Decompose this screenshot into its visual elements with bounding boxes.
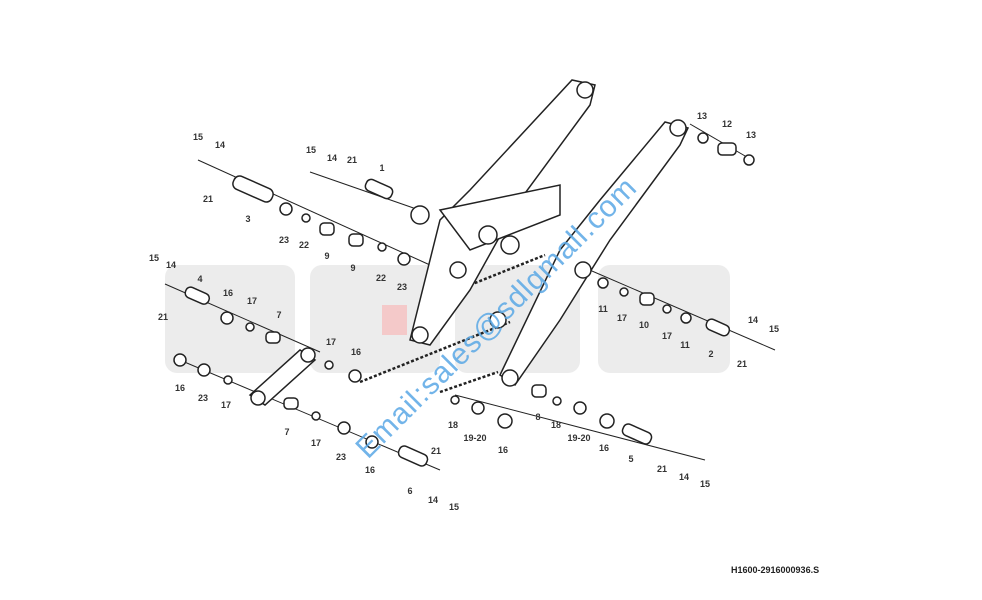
- callout-label: 3: [245, 214, 250, 224]
- callout-label: 12: [722, 119, 732, 129]
- callout-label: 14: [215, 140, 225, 150]
- callout-label: 11: [598, 304, 608, 314]
- callout-label: 13: [746, 130, 756, 140]
- callout-label: 22: [376, 273, 386, 283]
- callout-label: 5: [628, 454, 633, 464]
- callout-label: 23: [397, 282, 407, 292]
- callout-label: 14: [327, 153, 337, 163]
- callout-label: 16: [175, 383, 185, 393]
- callout-label: 14: [428, 495, 438, 505]
- callout-label: 8: [535, 412, 540, 422]
- callout-label: 16: [498, 445, 508, 455]
- callout-label: 21: [347, 155, 357, 165]
- callout-label: 18: [448, 420, 458, 430]
- callout-label: 7: [276, 310, 281, 320]
- callout-label: 2: [708, 349, 713, 359]
- drawing-code: H1600-2916000936.S: [731, 565, 820, 575]
- callout-label: 17: [662, 331, 672, 341]
- callout-label: 15: [769, 324, 779, 334]
- callout-label: 15: [306, 145, 316, 155]
- callout-label: 19-20: [463, 433, 486, 443]
- callout-label: 21: [431, 446, 441, 456]
- callout-label: 21: [158, 312, 168, 322]
- callout-label: 23: [336, 452, 346, 462]
- callout-label: 15: [193, 132, 203, 142]
- callout-label: 15: [449, 502, 459, 512]
- callout-label: 16: [351, 347, 361, 357]
- callout-label: 14: [166, 260, 176, 270]
- callout-label: 21: [737, 359, 747, 369]
- callout-label: 18: [551, 420, 561, 430]
- callout-label: 17: [617, 313, 627, 323]
- pins-bushings-rings: [173, 132, 755, 467]
- callout-label: 21: [657, 464, 667, 474]
- callout-label: 7: [284, 427, 289, 437]
- callout-label: 14: [679, 472, 689, 482]
- callout-label: 22: [299, 240, 309, 250]
- callout-label: 23: [198, 393, 208, 403]
- callout-label: 15: [149, 253, 159, 263]
- callout-label: 17: [311, 438, 321, 448]
- callout-label: 10: [639, 320, 649, 330]
- callout-label: 21: [203, 194, 213, 204]
- callout-label: 14: [748, 315, 758, 325]
- callout-label: 17: [326, 337, 336, 347]
- callout-label: 13: [697, 111, 707, 121]
- callout-label: 17: [221, 400, 231, 410]
- callout-label: 1: [379, 163, 384, 173]
- loader-boom-arms: [248, 79, 690, 406]
- callout-label: 11: [680, 340, 690, 350]
- callout-label: 16: [599, 443, 609, 453]
- callout-label: 17: [247, 296, 257, 306]
- callout-label: 23: [279, 235, 289, 245]
- callout-label: 19-20: [567, 433, 590, 443]
- callout-label: 6: [407, 486, 412, 496]
- callout-label: 16: [223, 288, 233, 298]
- callout-label: 15: [700, 479, 710, 489]
- callout-label: 16: [365, 465, 375, 475]
- callout-label: 9: [324, 251, 329, 261]
- callout-label: 9: [350, 263, 355, 273]
- callout-label: 4: [197, 274, 202, 284]
